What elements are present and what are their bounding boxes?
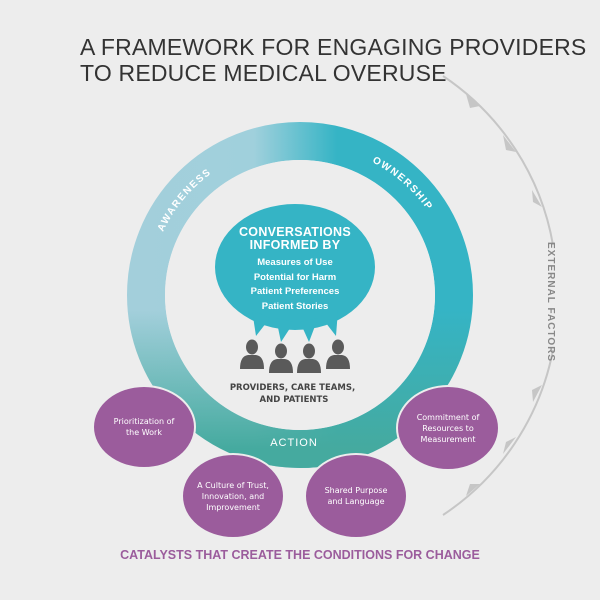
page-title: A FRAMEWORK FOR ENGAGING PROVIDERS TO RE… <box>80 34 586 86</box>
catalyst-label: A Culture of Trust, Innovation, and Impr… <box>197 480 269 512</box>
ring-label-action: ACTION <box>270 437 318 449</box>
bubble-item: Patient Preferences <box>250 286 340 297</box>
catalyst-label: Shared Purpose and Language <box>324 486 388 506</box>
catalyst-commitment: Commitment of Resources to Measurement <box>396 385 500 471</box>
title-line-2: TO REDUCE MEDICAL OVERUSE <box>80 60 447 86</box>
catalyst-shared-purpose: Shared Purpose and Language <box>304 453 408 539</box>
footer-caption: CATALYSTS THAT CREATE THE CONDITIONS FOR… <box>120 548 480 562</box>
external-factors-label: EXTERNAL FACTORS <box>545 242 556 362</box>
external-factors-arc <box>442 75 554 246</box>
bubble-item: Potential for Harm <box>253 271 337 283</box>
person-icon <box>240 339 264 369</box>
speech-bubble <box>215 204 375 342</box>
catalyst-prioritization: Prioritization of the Work <box>92 385 196 469</box>
person-icon <box>297 343 321 373</box>
bubble-heading: CONVERSATIONS INFORMED BY <box>215 226 375 252</box>
title-line-1: A FRAMEWORK FOR ENGAGING PROVIDERS <box>80 34 587 60</box>
catalyst-culture: A Culture of Trust, Innovation, and Impr… <box>181 453 285 539</box>
catalyst-label: Prioritization of the Work <box>113 417 175 437</box>
catalyst-label: Commitment of Resources to Measurement <box>416 412 480 444</box>
bubble-items: Measures of Use Potential for Harm Patie… <box>215 256 375 314</box>
arrow-icons <box>466 94 542 496</box>
person-icon <box>326 339 350 369</box>
bubble-heading-line: INFORMED BY <box>249 238 341 252</box>
people-label: PROVIDERS, CARE TEAMS, AND PATIENTS <box>230 383 358 405</box>
person-icon <box>269 343 293 373</box>
bubble-item: Patient Stories <box>261 300 329 312</box>
people-icons <box>240 339 350 373</box>
bubble-item: Measures of Use <box>257 257 333 268</box>
bubble-heading-line: CONVERSATIONS <box>238 225 351 239</box>
external-factors-arc <box>442 349 554 516</box>
